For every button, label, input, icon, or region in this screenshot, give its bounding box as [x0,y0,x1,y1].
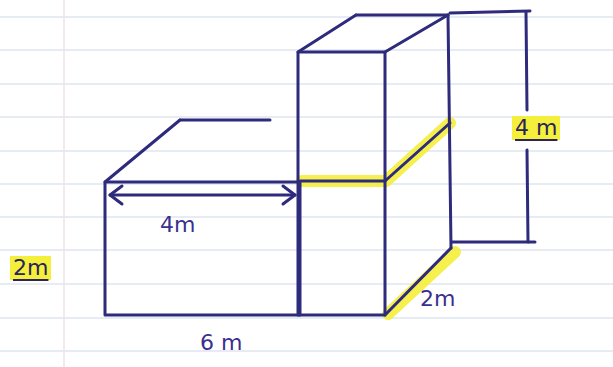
dimension-label: 2m [420,288,455,310]
dimension-label: 2m [10,256,51,280]
dimension-label: 4 m [512,116,560,140]
dimension-label: 6 m [200,332,242,354]
dimension-label: 4m [160,214,195,236]
